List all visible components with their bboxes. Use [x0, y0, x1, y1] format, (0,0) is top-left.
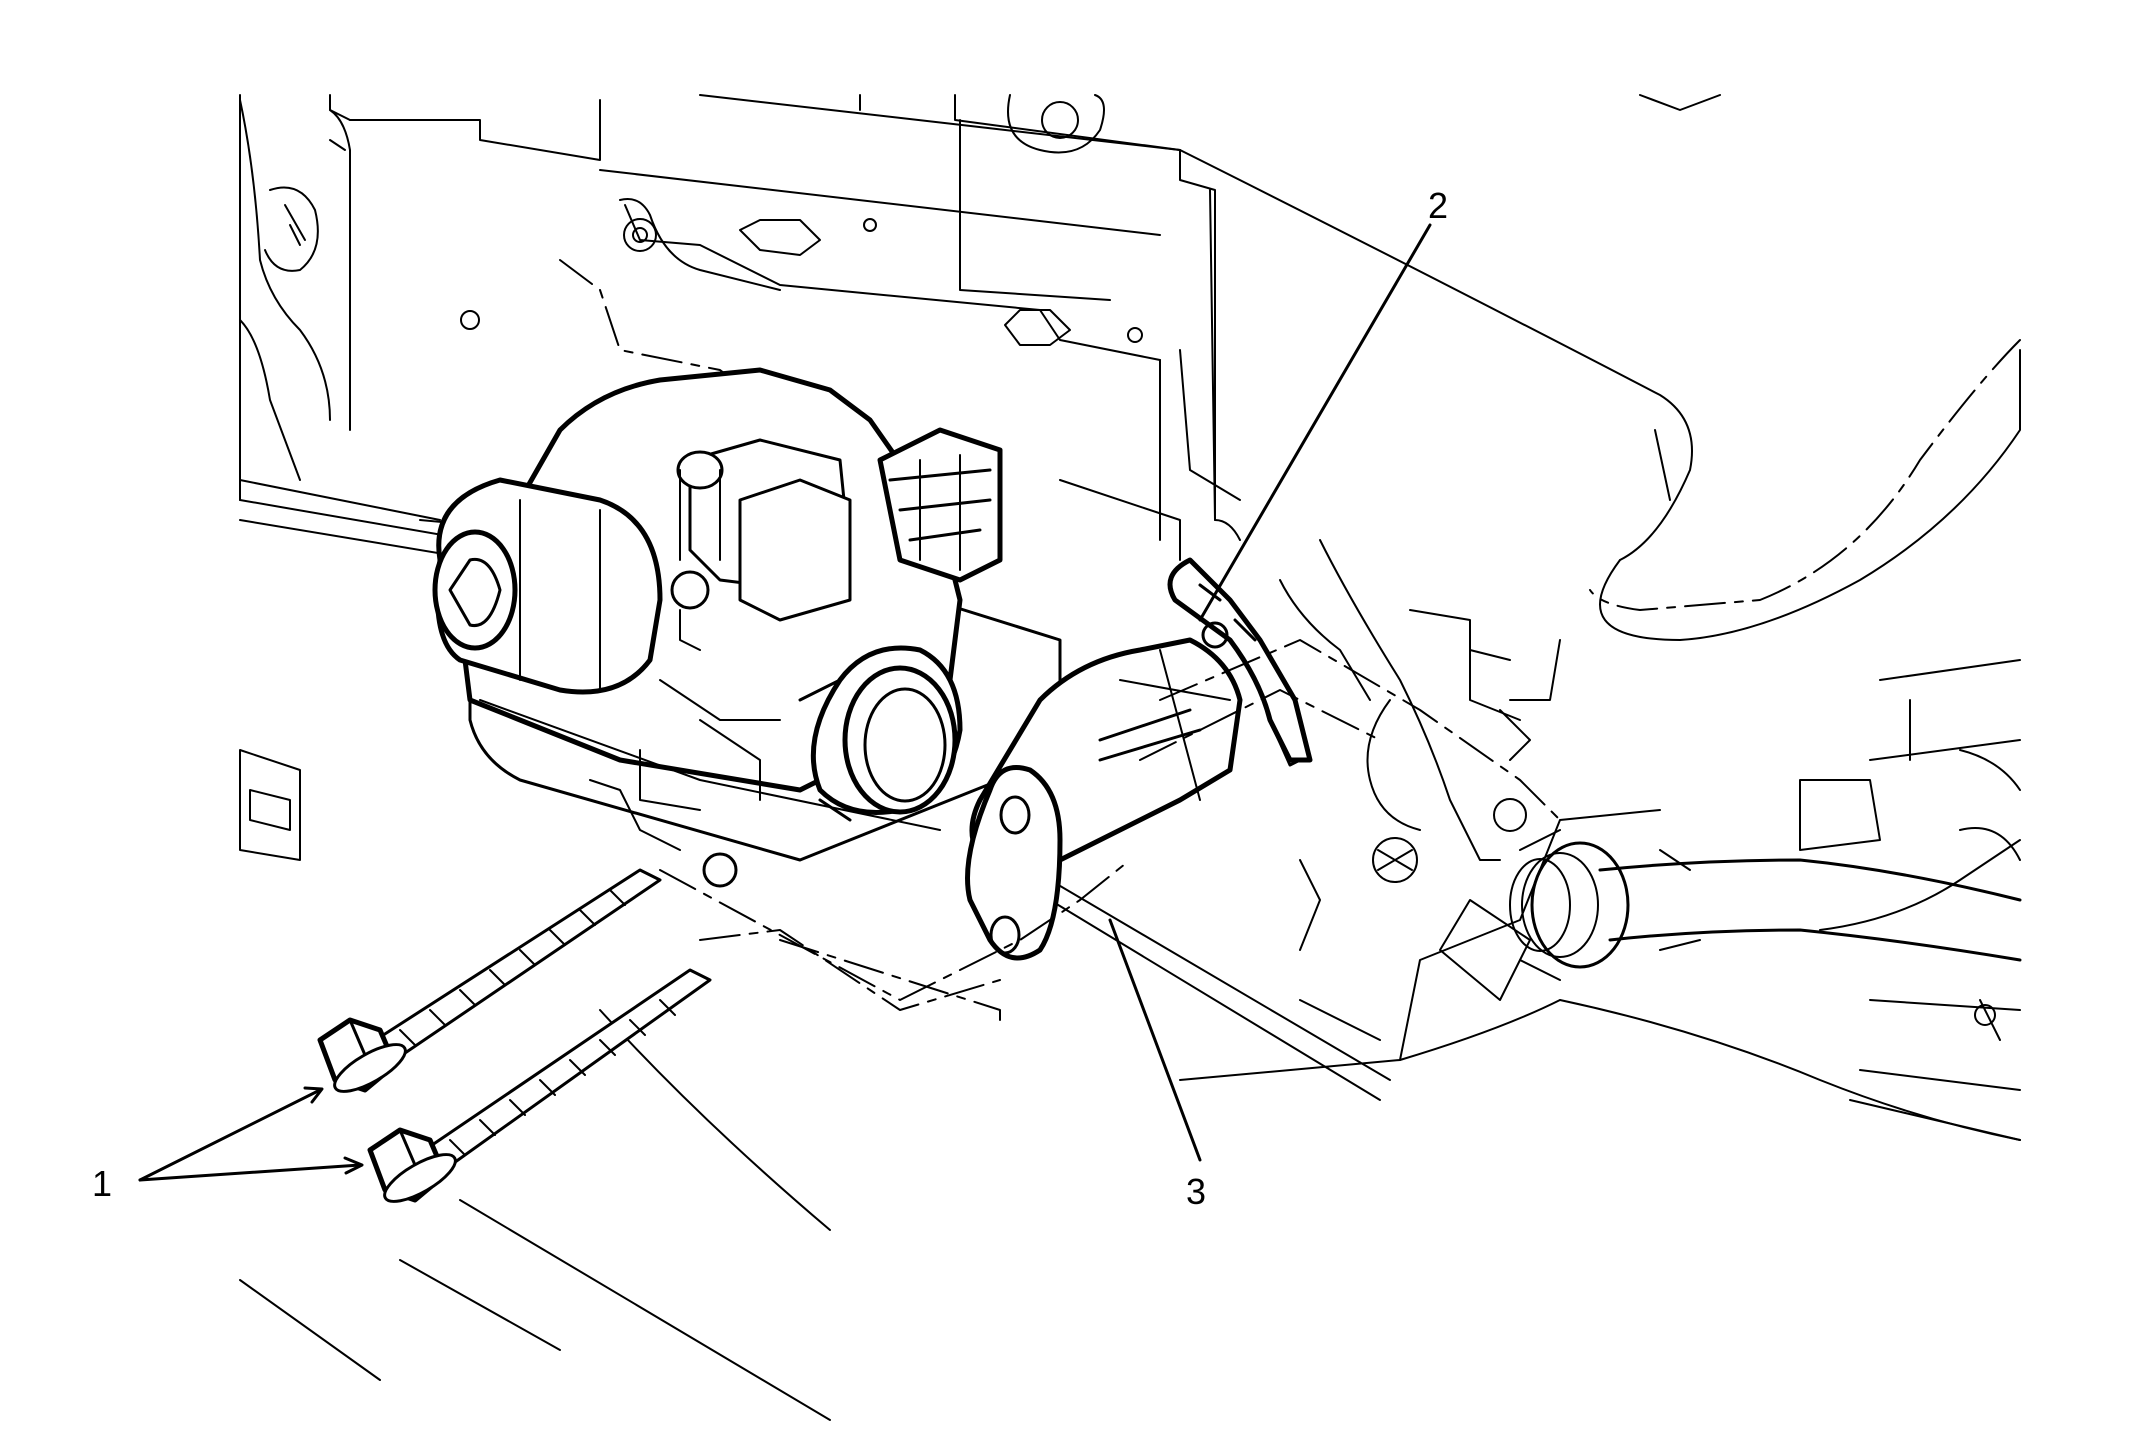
callout-leaders [138, 223, 1432, 1182]
leader-1a-arrow [303, 1086, 324, 1104]
pipe-adapter [965, 637, 1243, 961]
callout-label-1: 1 [92, 1163, 112, 1204]
leader-1b-arrow [343, 1156, 364, 1175]
valve-housing [432, 367, 1062, 888]
alignment-lines [659, 639, 1561, 1021]
leader-2 [1198, 223, 1432, 622]
bolt-upper [317, 868, 662, 1093]
callout-label-2: 2 [1428, 185, 1448, 226]
leader-1b [138, 1163, 362, 1182]
leader-1a [138, 1088, 322, 1182]
leader-3 [1108, 918, 1202, 1162]
bolt-lower [367, 968, 712, 1203]
callout-label-3: 3 [1186, 1171, 1206, 1212]
